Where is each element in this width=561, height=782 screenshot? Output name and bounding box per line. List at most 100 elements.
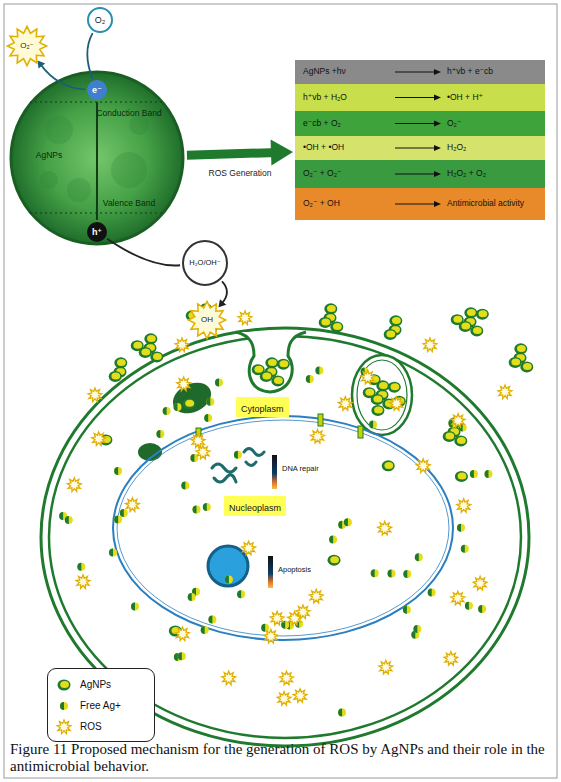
ros-star — [498, 385, 512, 399]
dna-strand — [212, 449, 264, 483]
nanoparticle — [368, 374, 381, 385]
ros-star — [222, 671, 236, 685]
connector — [107, 239, 180, 266]
nanoparticle — [169, 626, 182, 637]
free-silver-ion — [413, 625, 421, 633]
legend-symbol — [54, 697, 76, 715]
ros-star — [196, 445, 210, 459]
free-silver-ion — [295, 620, 303, 628]
node-text: H₂O₂ — [447, 143, 466, 153]
node-text: H₂O₂ + O₂ — [447, 169, 486, 179]
node-text: Valence Band — [103, 199, 155, 209]
frame — [4, 4, 557, 778]
nanoparticle — [384, 329, 397, 340]
nanoparticle — [376, 390, 389, 401]
nanoparticle — [514, 353, 527, 364]
nanoparticle — [470, 325, 483, 336]
free-silver-ion — [415, 553, 423, 561]
nanoparticle — [443, 431, 456, 442]
reaction-row: e⁻cb + O₂O₂⁻ — [295, 111, 545, 136]
free-silver-ion — [181, 482, 189, 490]
reaction-row: O₂⁻ + O₂⁻ H₂O₂ + O₂ — [295, 160, 545, 188]
nanoparticle — [371, 394, 384, 405]
ros-star — [177, 377, 191, 391]
ros-star — [88, 388, 102, 402]
free-silver-ion — [204, 414, 212, 422]
connector — [96, 102, 97, 220]
node-text: H₂O/OH⁻ — [189, 259, 220, 268]
nanoparticle — [252, 364, 265, 375]
nanoparticle — [144, 343, 157, 354]
free-silver-ion — [306, 375, 314, 383]
free-silver-ion — [59, 512, 67, 520]
free-silver-ion — [457, 524, 465, 532]
ros-star — [473, 576, 487, 590]
free-silver-ion — [315, 367, 323, 375]
free-silver-ion — [215, 378, 223, 386]
nanoparticle — [389, 325, 402, 336]
node-text: O₂⁻ — [20, 41, 34, 50]
node-text: AgNPs +hν — [303, 67, 346, 77]
node-text: O₂ — [95, 15, 106, 25]
node-text: O₂⁻ + O₂⁻ — [303, 169, 341, 179]
annotation-label: Apoptosis — [277, 566, 312, 575]
nanoparticle — [520, 361, 533, 372]
nanoparticle — [183, 398, 196, 409]
legend-text: AgNPs — [80, 679, 111, 691]
ros-star — [311, 430, 325, 444]
reaction-row: h⁺vb + H₂O•OH + H⁺ — [295, 84, 545, 111]
free-silver-ion — [163, 407, 171, 415]
free-silver-ion — [188, 593, 196, 601]
nanoparticle — [277, 359, 290, 370]
free-silver-ion — [174, 653, 182, 661]
nanoparticle — [371, 405, 384, 416]
node-text: •OH + H⁺ — [447, 93, 483, 103]
ros-star — [378, 521, 392, 535]
region-label: Nucleoplasm — [224, 496, 286, 516]
free-silver-ion — [449, 420, 457, 428]
reaction-row: O₂⁻ + OH Antimicrobial activity — [295, 188, 545, 220]
legend-text: ROS — [80, 721, 102, 733]
free-silver-ion — [131, 603, 139, 611]
ros-star — [390, 397, 404, 411]
free-silver-ion — [208, 616, 216, 624]
free-silver-ion — [338, 708, 346, 716]
nanoparticle — [455, 471, 468, 482]
hole-dot: h⁺ — [87, 222, 107, 242]
nanoparticle — [139, 347, 152, 358]
reaction-row: AgNPs +hνh⁺vb + e⁻cb — [295, 60, 545, 84]
ros-star — [457, 499, 471, 513]
cell — [41, 328, 529, 746]
free-silver-ion — [338, 521, 346, 529]
nanoparticle — [464, 307, 477, 318]
free-silver-ion — [192, 588, 200, 596]
nanoparticle — [451, 314, 464, 325]
ros-star — [309, 589, 323, 603]
nanoparticle — [114, 357, 127, 368]
ros-star — [288, 611, 302, 625]
nanoparticle — [448, 417, 461, 428]
free-silver-ion — [403, 570, 411, 578]
ros-star — [264, 629, 278, 643]
nanoparticle — [448, 427, 461, 438]
legend-row: AgNPs — [54, 674, 148, 695]
ros-star — [125, 498, 139, 512]
node-text: Antimicrobial activity — [447, 199, 524, 209]
free-silver-ion — [114, 467, 122, 475]
damaged-organelle — [168, 377, 216, 419]
free-silver-ion — [156, 430, 164, 438]
free-silver-ion — [286, 621, 294, 629]
superoxide-star: O₂⁻ — [7, 26, 47, 66]
free-silver-ion — [178, 652, 186, 660]
ros-star — [379, 660, 393, 674]
free-silver-ion — [203, 503, 211, 511]
free-silver-ion — [465, 602, 473, 610]
ros-star — [191, 434, 205, 448]
node-text: O₂⁻ + OH — [303, 199, 340, 209]
electron-dot: e⁻ — [87, 80, 107, 100]
region-label: Cytoplasm — [236, 397, 289, 417]
legend-row: ROS — [54, 716, 148, 737]
nuclear-pore — [196, 414, 363, 440]
nanoparticle — [114, 367, 127, 378]
annotation-label: DNA repair — [281, 465, 320, 474]
